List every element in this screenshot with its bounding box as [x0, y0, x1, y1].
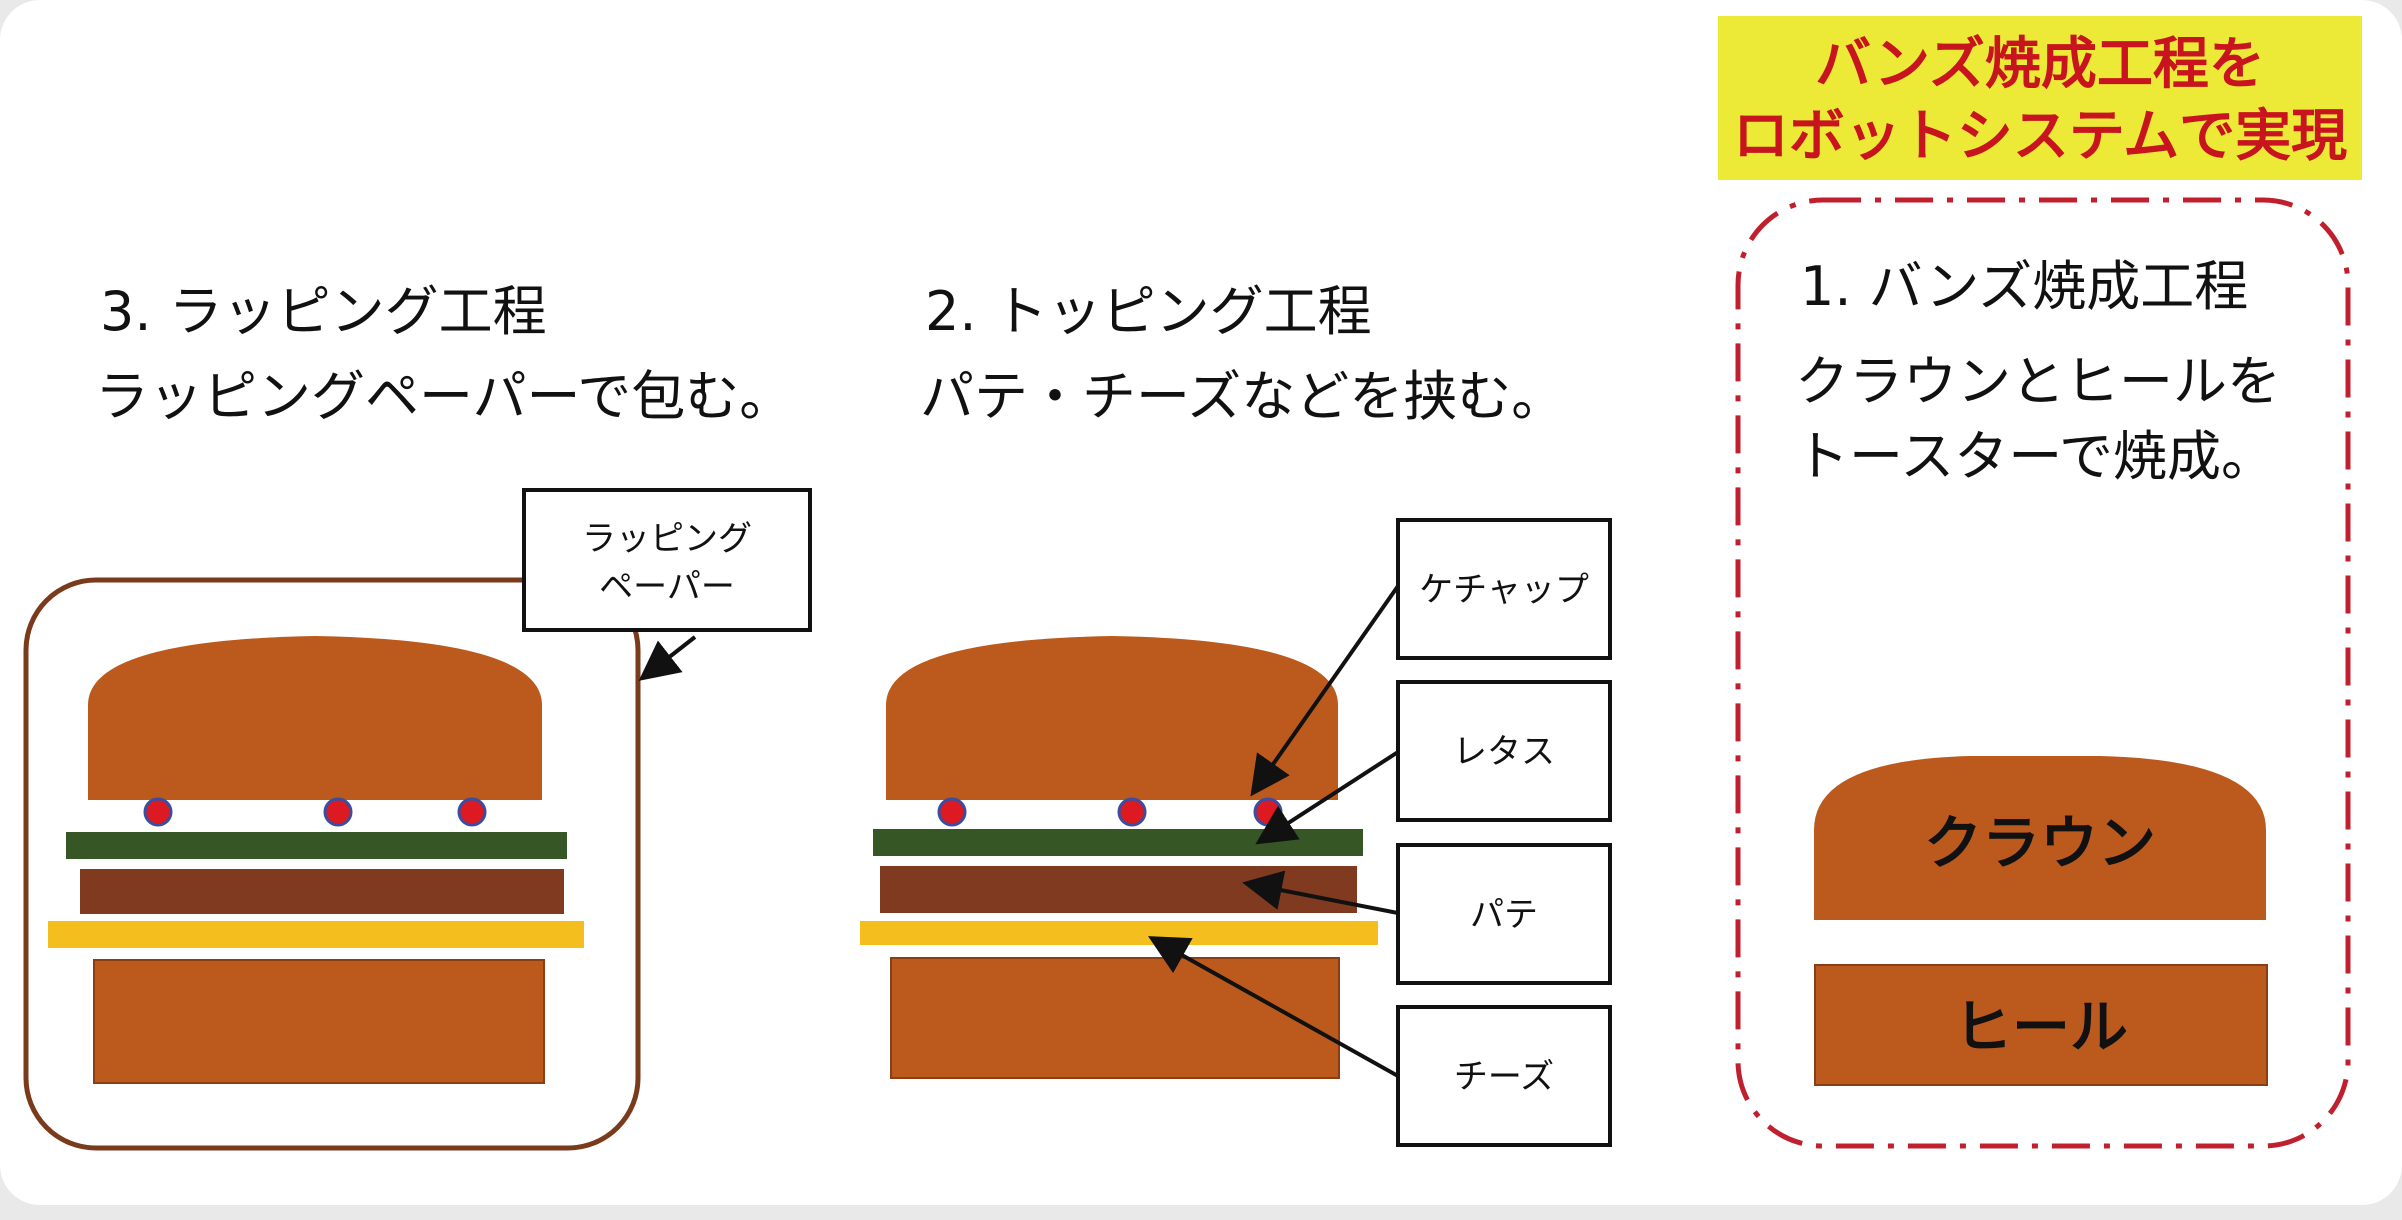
- cheese-layer: [860, 921, 1378, 945]
- lettuce-label: レタス: [1453, 732, 1555, 772]
- lettuce-arrow: [1255, 750, 1400, 845]
- ketchup-dot: [457, 797, 487, 827]
- ketchup-arrow: [1250, 584, 1400, 797]
- ketchup-label: ケチャップ: [1419, 570, 1589, 610]
- wrapping-paper-outline: [23, 577, 641, 1151]
- cheese-label: チーズ: [1454, 1057, 1554, 1097]
- crown-bun: [1814, 756, 2266, 920]
- patty-arrow: [1242, 870, 1399, 915]
- lettuce-label-box: レタス: [1396, 680, 1612, 822]
- ketchup-dot: [937, 797, 967, 827]
- burger-step2: [860, 636, 1378, 1079]
- step3-section: 3. ラッピング工程 ラッピングペーパーで包む。 ラッピング ペーパー: [23, 280, 812, 1151]
- patty-label-box: パテ: [1396, 843, 1612, 985]
- lettuce-layer: [873, 829, 1363, 856]
- callout-line-2: ペーパー: [599, 567, 735, 607]
- lettuce-layer: [66, 832, 567, 859]
- step2-title: 2. トッピング工程: [925, 280, 1372, 343]
- heel-bun: [1814, 964, 2268, 1086]
- cheese-layer: [48, 921, 584, 948]
- highlight-line-1: バンズ焼成工程を: [1815, 32, 2265, 97]
- ketchup-dot: [143, 797, 173, 827]
- ketchup-dot: [1117, 797, 1147, 827]
- patty-label: パテ: [1470, 895, 1538, 935]
- top-bun: [886, 636, 1338, 800]
- burger-step3: [48, 636, 584, 1084]
- top-bun: [88, 636, 542, 800]
- callout-arrow: [638, 635, 697, 681]
- wrapping-paper-callout: ラッピング ペーパー: [522, 488, 812, 632]
- highlight-line-2: ロボットシステムで実現: [1733, 104, 2347, 169]
- callout-line-1: ラッピング: [582, 519, 752, 559]
- heel-label: ヒール: [1954, 993, 2128, 1061]
- step1-desc-line-2: トースターで焼成。: [1795, 425, 2275, 488]
- ketchup-dot: [1253, 797, 1283, 827]
- crown-label: クラウン: [1924, 809, 2156, 877]
- highlight-background: [1718, 16, 2362, 180]
- step3-title: 3. ラッピング工程: [100, 280, 547, 343]
- step1-desc-line-1: クラウンとヒールを: [1795, 350, 2281, 413]
- step1-panel: 1. バンズ焼成工程 クラウンとヒールを トースターで焼成。 クラウン ヒール: [1735, 197, 2351, 1149]
- bottom-bun: [93, 959, 545, 1084]
- cheese-label-box: チーズ: [1396, 1005, 1612, 1147]
- bottom-bun: [890, 957, 1340, 1079]
- step3-desc: ラッピングペーパーで包む。: [95, 365, 793, 428]
- highlight-box: バンズ焼成工程を ロボットシステムで実現: [1718, 16, 2362, 180]
- step1-title: 1. バンズ焼成工程: [1800, 255, 2248, 318]
- patty-layer: [80, 869, 564, 914]
- ketchup-label-box: ケチャップ: [1396, 518, 1612, 660]
- ketchup-dot: [323, 797, 353, 827]
- step2-desc: パテ・チーズなどを挟む。: [920, 365, 1565, 428]
- step2-section: 2. トッピング工程 パテ・チーズなどを挟む。 ケチャップ レタス パテ: [860, 280, 1612, 1147]
- cheese-arrow: [1148, 936, 1399, 1078]
- step1-dashed-border: [1735, 197, 2351, 1149]
